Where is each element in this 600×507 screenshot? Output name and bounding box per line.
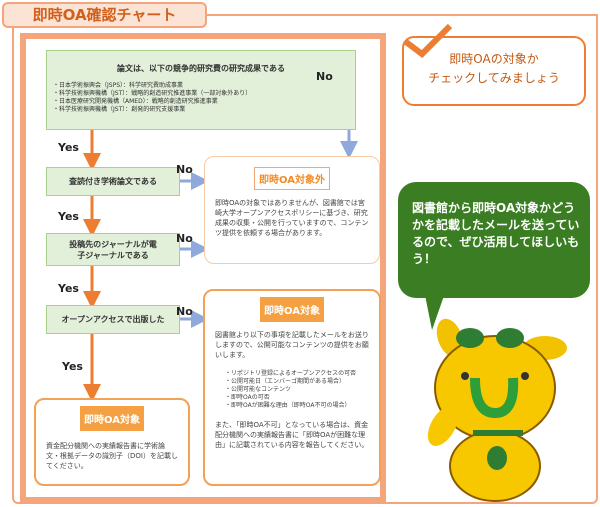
checklist-item: ・公開可能なコンテンツ: [225, 386, 292, 393]
cow-mascot-icon: [427, 318, 567, 502]
yes-label: Yes: [58, 141, 79, 154]
outer-frame: [12, 14, 598, 504]
no-label: No: [316, 70, 333, 83]
question-heading: 論文は、以下の競争的研究費の研究成果である: [117, 64, 285, 73]
checklist-item: ・即時OAが困難な理由（即時OA不可の場合）: [225, 402, 351, 409]
yes-label: Yes: [58, 282, 79, 295]
yes-label: Yes: [58, 210, 79, 223]
checklist-item: ・即時OAの可否: [225, 394, 270, 401]
question-competitive-funding: 論文は、以下の競争的研究費の研究成果である ・日本学術振興会（JSPS）：科学研…: [46, 50, 356, 130]
funding-item: ・科学技術振興機構（JST）：創発的研究支援事業: [53, 106, 186, 113]
result-target-left: 即時OA対象 資金配分機関への実績報告書に学術論文・根拠データの識別子（DOI）…: [34, 398, 190, 486]
no-label: No: [176, 305, 193, 318]
result-label: 即時OA対象: [260, 297, 324, 322]
yes-label: Yes: [62, 360, 83, 373]
no-label: No: [176, 232, 193, 245]
question-electronic-journal: 投稿先のジャーナルが電子ジャーナルである: [46, 233, 180, 266]
question-open-access: オープンアクセスで出版した: [46, 305, 180, 334]
callout-line: チェックしてみましょう: [428, 71, 560, 85]
result-text: 資金配分機関への実績報告書に学術論文・根拠データの識別子（DOI）を記載してくだ…: [46, 442, 178, 470]
checklist-item: ・リポジトリ登録によるオープンアクセスの可否: [225, 370, 357, 377]
flowchart-frame: [20, 33, 386, 503]
result-label: 即時OA対象: [80, 406, 144, 431]
check-callout: 即時OAの対象か チェックしてみましょう: [402, 36, 586, 106]
result-not-target: 即時OA対象外 即時OAの対象ではありませんが、図書館では宮崎大学オープンアクセ…: [204, 156, 380, 264]
callout-line: 即時OAの対象か: [449, 52, 539, 66]
question-peer-reviewed: 査読付き学術論文である: [46, 167, 180, 196]
result-text: 即時OAの対象ではありませんが、図書館では宮崎大学オープンアクセスポリシーに基づ…: [215, 199, 369, 237]
result-note: また、「即時OA不可」となっている場合は、資金配分機関への実績報告書に「即時OA…: [215, 421, 369, 449]
divider: [207, 14, 598, 16]
mascot-speech-bubble: 図書館から即時OA対象かどうかを記載したメールを送っているので、ぜひ活用してほし…: [398, 182, 590, 298]
page-title: 即時OA確認チャート: [2, 2, 207, 28]
funding-item: ・日本医療研究開発機構（AMED）：戦略的創造研究推進事業: [53, 98, 218, 105]
checkmark-icon: [404, 23, 453, 58]
no-label: No: [176, 163, 193, 176]
result-label: 即時OA対象外: [254, 167, 330, 190]
funding-item: ・日本学術振興会（JSPS）：科学研究費助成事業: [53, 82, 184, 89]
result-target-right: 即時OA対象 図書館より以下の事項を記載したメールをお送りしますので、公開可能な…: [203, 289, 381, 486]
result-text: 図書館より以下の事項を記載したメールをお送りしますので、公開可能なコンテンツの提…: [215, 331, 369, 359]
speech-tail: [424, 290, 446, 330]
funding-item: ・科学技術振興機構（JST）：戦略的創造研究推進事業（一部対象外あり）: [53, 90, 252, 97]
checklist-item: ・公開可能日（エンバーゴ期間がある場合）: [225, 378, 346, 385]
